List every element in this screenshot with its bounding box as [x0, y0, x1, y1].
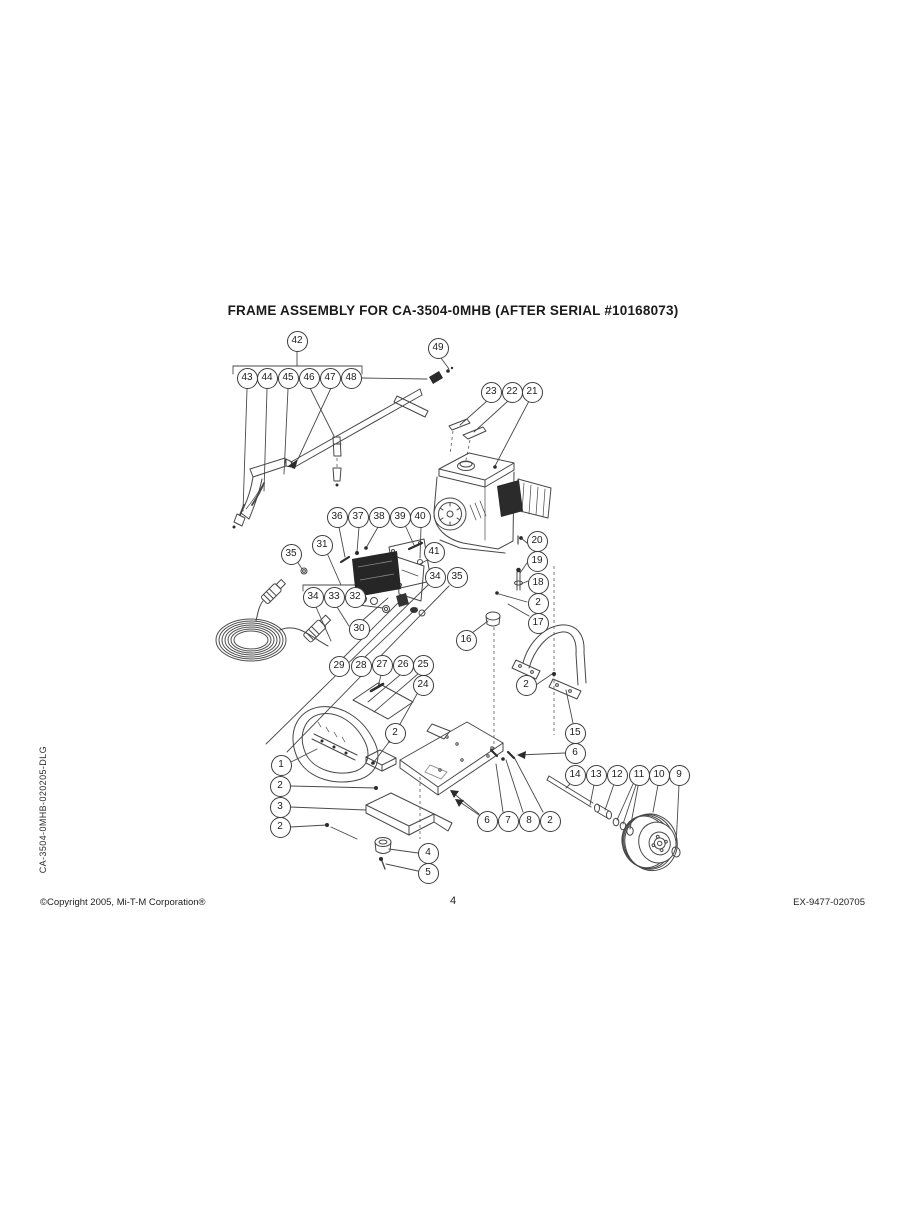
balloon-11: 11: [628, 764, 650, 786]
balloon-2: 2: [384, 722, 406, 744]
balloon-48: 48: [340, 367, 362, 389]
balloon-35: 35: [446, 566, 468, 588]
balloon-15: 15: [564, 722, 586, 744]
balloon-14: 14: [564, 764, 586, 786]
balloon-1: 1: [270, 754, 292, 776]
balloon-13: 13: [585, 764, 607, 786]
balloon-12: 12: [606, 764, 628, 786]
footer-copyright: ©Copyright 2005, Mi-T-M Corporation®: [40, 897, 206, 908]
balloon-30: 30: [348, 618, 370, 640]
balloon-40: 40: [409, 506, 431, 528]
balloon-20: 20: [526, 530, 548, 552]
balloon-7: 7: [497, 810, 519, 832]
page-title: FRAME ASSEMBLY FOR CA-3504-0MHB (AFTER S…: [227, 303, 679, 318]
balloon-6: 6: [476, 810, 498, 832]
balloon-6: 6: [564, 742, 586, 764]
balloon-18: 18: [527, 572, 549, 594]
balloon-39: 39: [389, 506, 411, 528]
balloon-2: 2: [539, 810, 561, 832]
balloon-26: 26: [392, 654, 414, 676]
balloon-3: 3: [269, 796, 291, 818]
balloon-2: 2: [269, 816, 291, 838]
balloon-16: 16: [455, 629, 477, 651]
balloon-2: 2: [269, 775, 291, 797]
balloon-49: 49: [427, 337, 449, 359]
balloon-23: 23: [480, 381, 502, 403]
balloon-25: 25: [412, 654, 434, 676]
balloon-32: 32: [344, 586, 366, 608]
balloon-19: 19: [526, 550, 548, 572]
balloon-47: 47: [319, 367, 341, 389]
balloon-29: 29: [328, 655, 350, 677]
balloon-27: 27: [371, 654, 393, 676]
balloon-4: 4: [417, 842, 439, 864]
balloon-41: 41: [423, 541, 445, 563]
balloon-44: 44: [256, 367, 278, 389]
balloon-8: 8: [518, 810, 540, 832]
balloon-38: 38: [368, 506, 390, 528]
balloon-34: 34: [424, 566, 446, 588]
footer-page-number: 4: [449, 895, 457, 907]
balloon-10: 10: [648, 764, 670, 786]
balloon-31: 31: [311, 534, 333, 556]
balloon-46: 46: [298, 367, 320, 389]
balloon-17: 17: [527, 612, 549, 634]
balloon-33: 33: [323, 586, 345, 608]
balloon-2: 2: [527, 592, 549, 614]
balloon-2: 2: [515, 674, 537, 696]
balloon-5: 5: [417, 862, 439, 884]
balloon-9: 9: [668, 764, 690, 786]
balloon-21: 21: [521, 381, 543, 403]
balloon-28: 28: [350, 655, 372, 677]
balloon-45: 45: [277, 367, 299, 389]
balloon-37: 37: [347, 506, 369, 528]
balloon-42: 42: [286, 330, 308, 352]
balloon-24: 24: [412, 674, 434, 696]
balloon-43: 43: [236, 367, 258, 389]
footer-doc-code: EX-9477-020705: [793, 897, 865, 908]
balloon-22: 22: [501, 381, 523, 403]
balloon-34: 34: [302, 586, 324, 608]
balloon-36: 36: [326, 506, 348, 528]
balloon-35: 35: [280, 543, 302, 565]
